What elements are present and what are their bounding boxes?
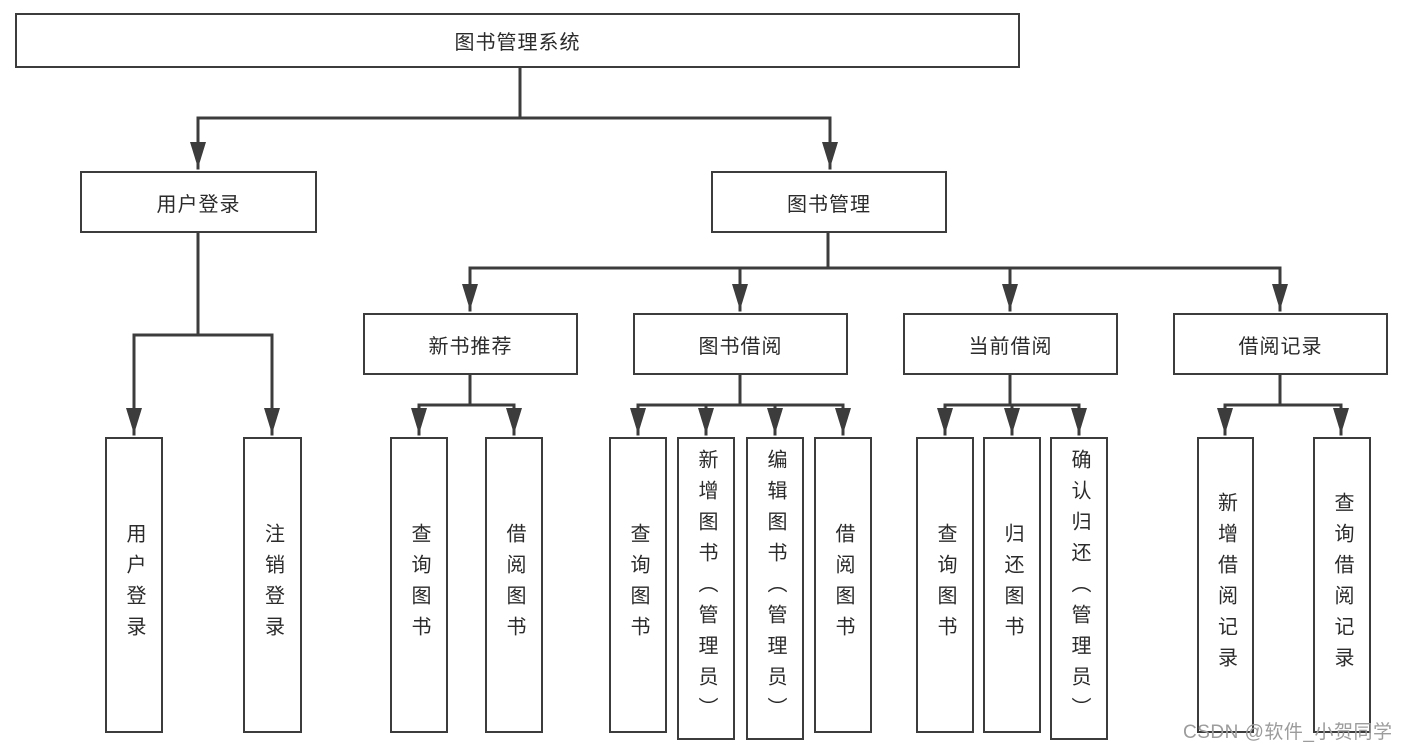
leaf-br-query-record: 查询借阅记录 <box>1313 437 1371 733</box>
node-new-book-recommend: 新书推荐 <box>363 313 578 375</box>
leaf-logout: 注销登录 <box>243 437 302 733</box>
leaf-user-login-label: 用户登录 <box>123 523 145 647</box>
leaf-nbr-query-book: 查询图书 <box>390 437 448 733</box>
node-borrow-records: 借阅记录 <box>1173 313 1388 375</box>
leaf-cb-return-book: 归还图书 <box>983 437 1041 733</box>
connector-new-book-trunk <box>417 373 516 407</box>
leaf-br-query-record-label: 查询借阅记录 <box>1331 492 1353 678</box>
leaf-cb-query-book: 查询图书 <box>916 437 974 733</box>
node-user-login-module: 用户登录 <box>80 171 317 233</box>
connector-book-borrow-trunk <box>636 373 845 407</box>
leaf-cb-return-book-label: 归还图书 <box>1001 523 1023 647</box>
node-root: 图书管理系统 <box>15 13 1020 68</box>
leaf-bb-edit-book-label: 编辑图书（管理员） <box>764 449 786 728</box>
leaf-cb-query-book-label: 查询图书 <box>934 523 956 647</box>
leaf-bb-query-book-label: 查询图书 <box>627 523 649 647</box>
leaf-cb-confirm-return-label: 确认归还（管理员） <box>1068 449 1090 728</box>
leaf-user-login: 用户登录 <box>105 437 163 733</box>
leaf-logout-label: 注销登录 <box>261 523 284 647</box>
leaf-br-add-record-label: 新增借阅记录 <box>1214 492 1237 678</box>
connector-current-borrow-trunk <box>943 373 1081 407</box>
connector-user-login-trunk <box>132 231 274 337</box>
leaf-br-add-record: 新增借阅记录 <box>1197 437 1254 733</box>
leaf-bb-query-book: 查询图书 <box>609 437 667 733</box>
leaf-bb-borrow-book: 借阅图书 <box>814 437 872 733</box>
leaf-bb-add-book-label: 新增图书（管理员） <box>695 449 717 728</box>
connector-book-management-trunk <box>468 231 1282 270</box>
node-current-borrow: 当前借阅 <box>903 313 1118 375</box>
leaf-nbr-query-book-label: 查询图书 <box>408 523 430 647</box>
leaf-cb-confirm-return: 确认归还（管理员） <box>1050 437 1108 740</box>
leaf-bb-edit-book: 编辑图书（管理员） <box>746 437 804 740</box>
leaf-bb-borrow-book-label: 借阅图书 <box>832 523 854 647</box>
node-book-borrow: 图书借阅 <box>633 313 848 375</box>
node-book-management: 图书管理 <box>711 171 947 233</box>
leaf-nbr-borrow-book-label: 借阅图书 <box>503 523 525 647</box>
connector-root-trunk <box>196 66 832 120</box>
connector-borrow-records-trunk <box>1223 373 1343 407</box>
leaf-bb-add-book: 新增图书（管理员） <box>677 437 735 740</box>
leaf-nbr-borrow-book: 借阅图书 <box>485 437 543 733</box>
csdn-watermark: CSDN @软件_小贺同学 <box>1183 722 1393 743</box>
